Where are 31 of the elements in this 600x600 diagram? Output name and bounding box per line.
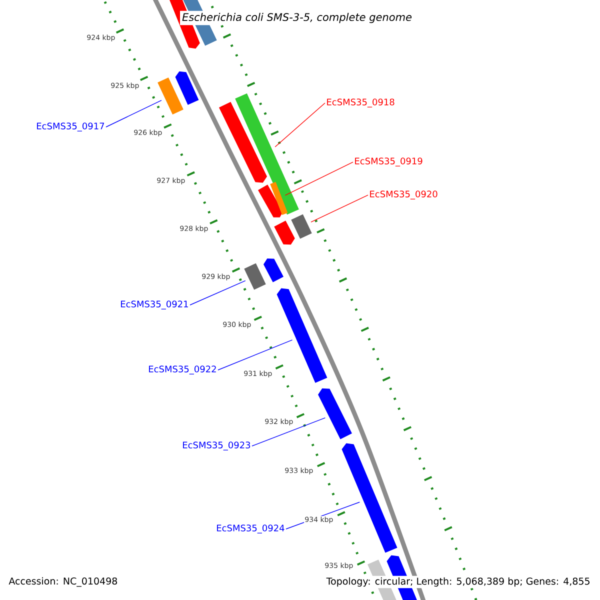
leader-line [284, 162, 354, 196]
leader-line [310, 194, 368, 222]
gene-block [158, 77, 184, 115]
gene-block [276, 288, 328, 383]
gene-label: EcSMS35_0918 [327, 98, 394, 108]
title: Escherichia coli SMS-3-5, complete genome [180, 10, 414, 26]
gene-block [318, 388, 352, 440]
footer-text: Topology: circular; Length: 5,068,389 bp; Genes: 4,855 [324, 576, 592, 588]
gene-block [244, 263, 266, 290]
gene-block [291, 214, 312, 239]
gene-block [235, 93, 299, 215]
gene-block [342, 443, 398, 553]
gene-block [258, 184, 283, 218]
gene-block [175, 71, 199, 105]
gene-block [264, 258, 284, 282]
gene-label: EcSMS35_0917 [37, 122, 104, 132]
gene-block [274, 220, 295, 245]
leader-line [274, 102, 326, 148]
gene-label: EcSMS35_0922 [149, 366, 216, 374]
gene-label: EcSMS35_0924 [217, 524, 284, 534]
leader-line [190, 280, 246, 306]
leader-line [218, 340, 293, 370]
gene-label: EcSMS35_0919 [355, 158, 422, 166]
gene-block [218, 102, 268, 183]
leader-line [106, 100, 162, 128]
gene-label: EcSMS35_0920 [370, 190, 438, 200]
gene-label: EcSMS35_0921 [121, 300, 188, 310]
leader-line [252, 417, 326, 446]
footer-text: Accession: NC_010498 [7, 576, 120, 588]
gene-label: EcSMS35_0923 [183, 442, 250, 450]
gene-block [270, 182, 288, 215]
